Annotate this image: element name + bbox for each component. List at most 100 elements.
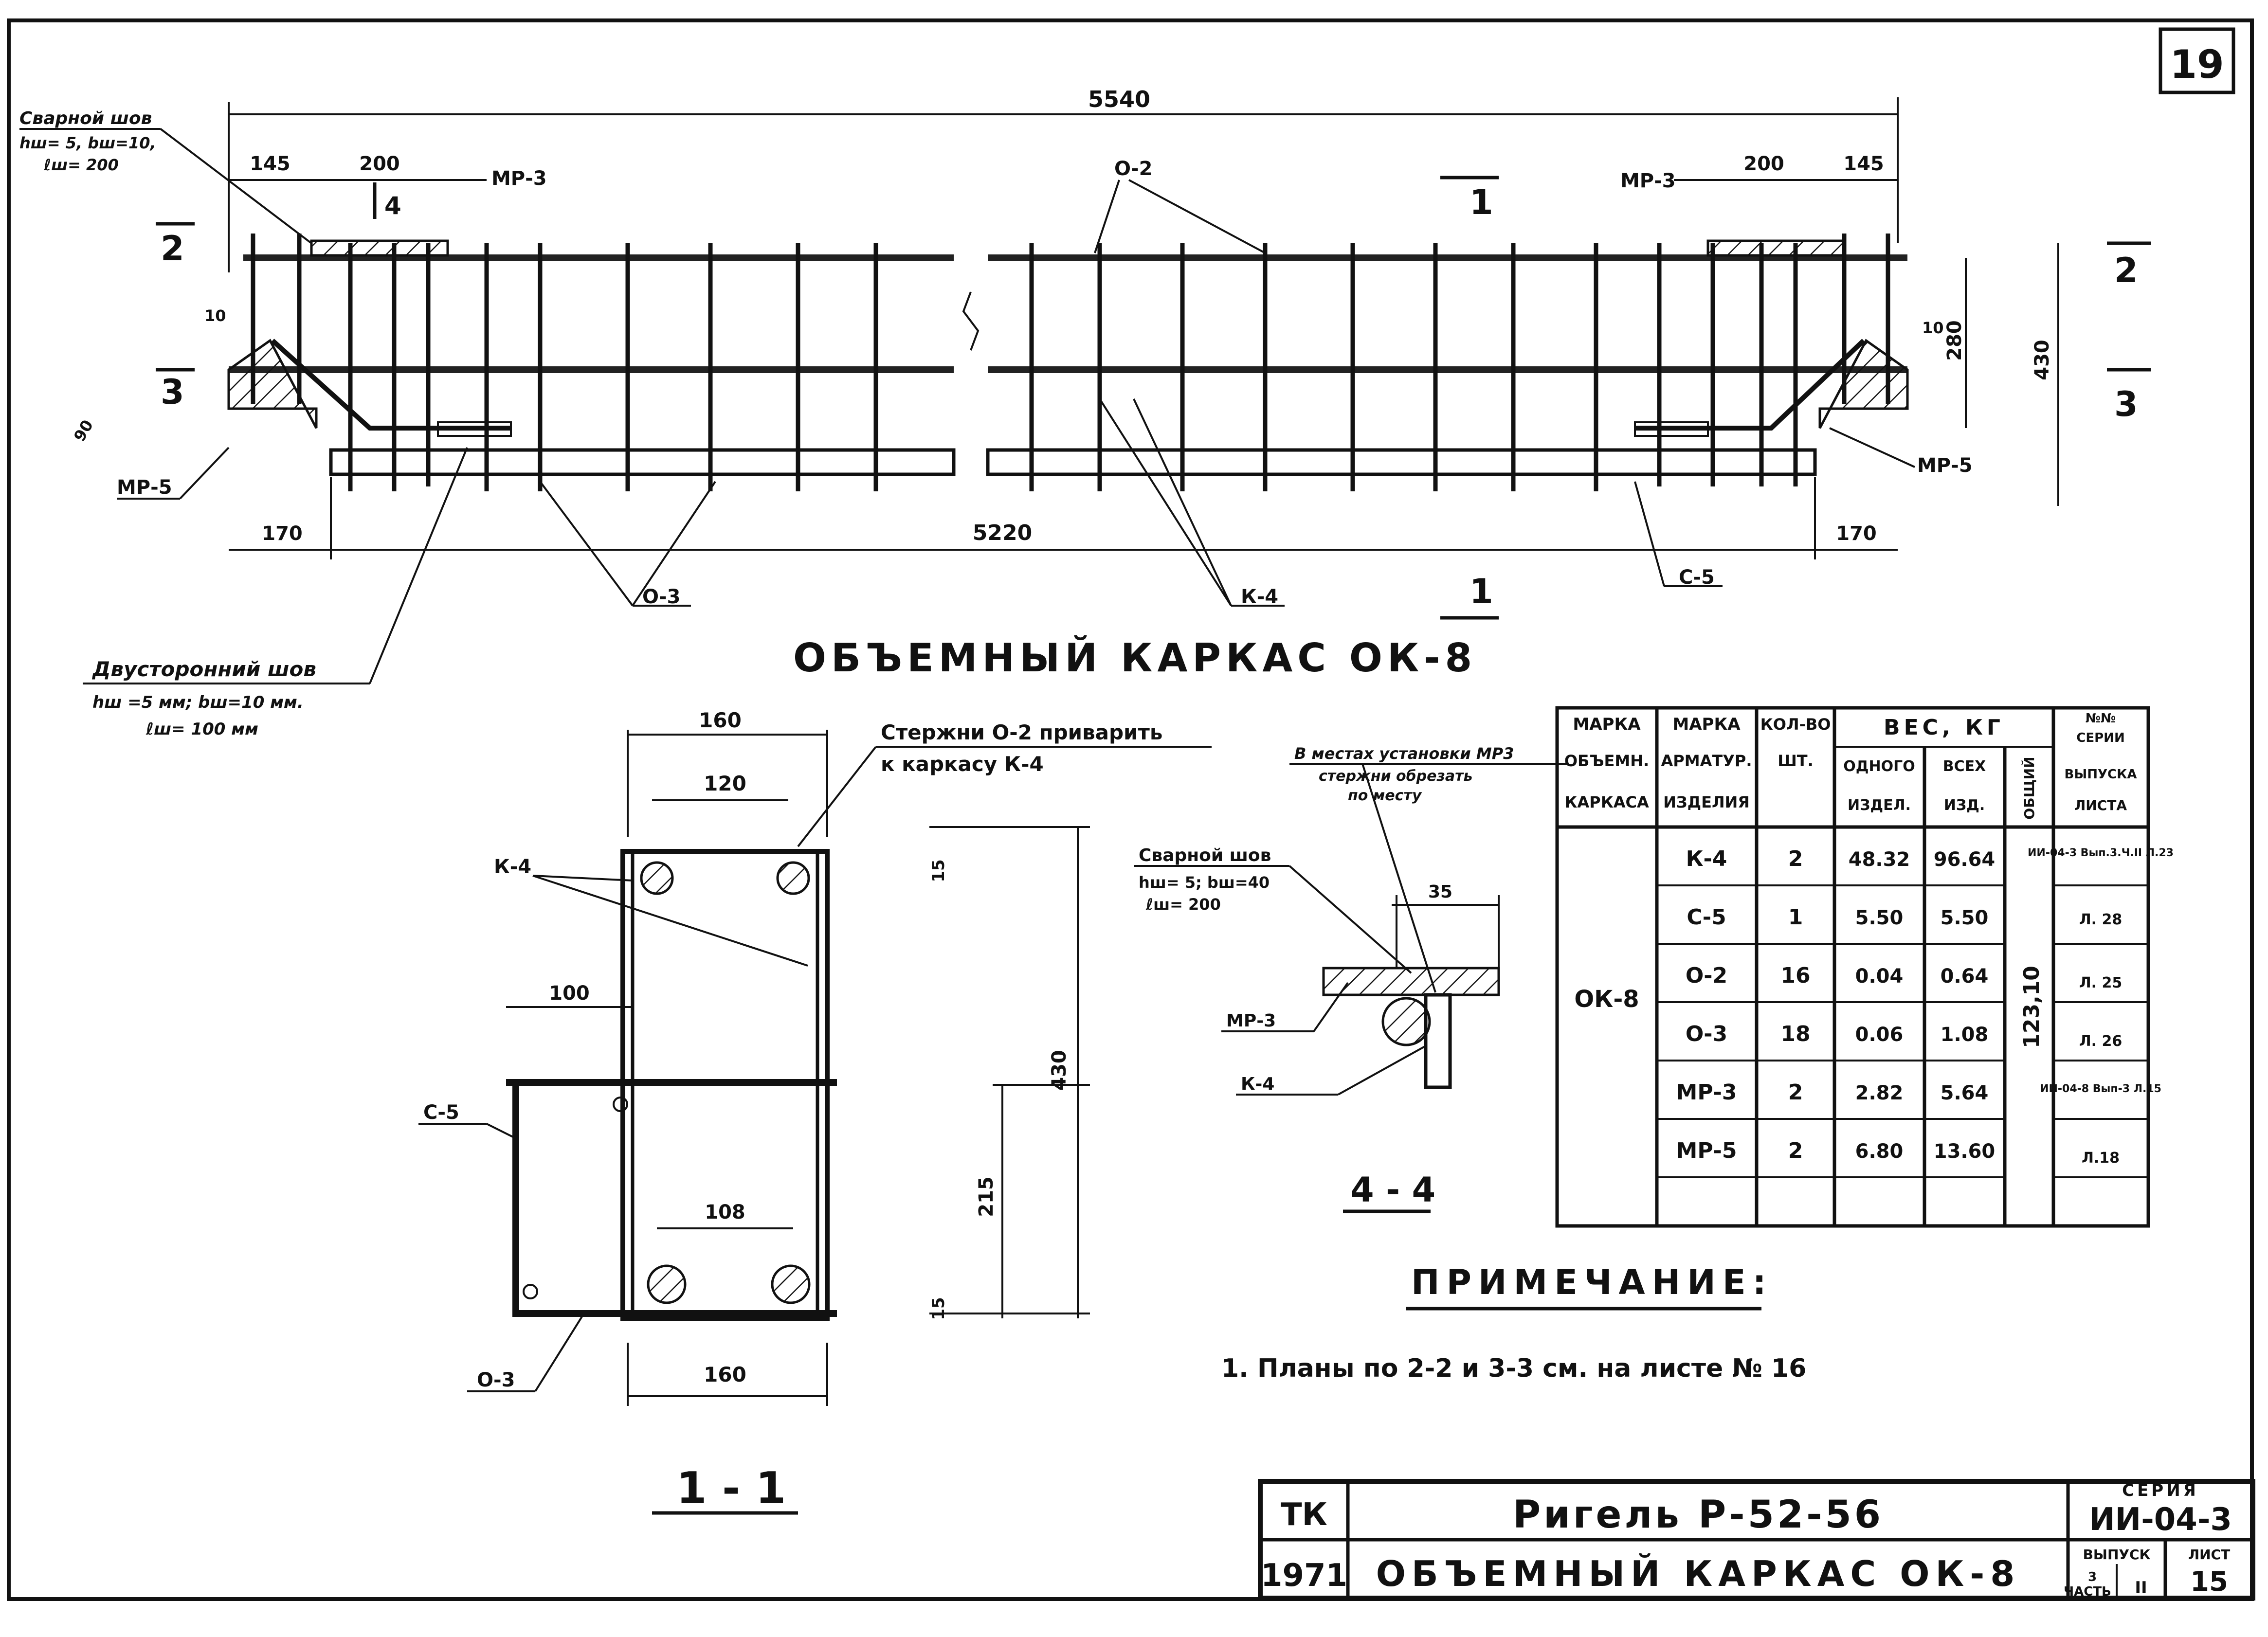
td-all: 96.64 [1934, 848, 1996, 871]
cut-3-left: 3 [161, 372, 184, 412]
tb-sheet: 15 [2190, 1566, 2228, 1598]
dim-mp3-left: 200 [359, 153, 400, 175]
elevation-view: 5540 145 200 200 145 [19, 86, 2151, 739]
td-total: 123,10 [2019, 966, 2044, 1048]
td-qty: 2 [1788, 1080, 1803, 1105]
s11-bar-top-left [640, 861, 674, 895]
dim-total: 5540 [1088, 86, 1150, 112]
td-all: 0.64 [1941, 965, 1989, 988]
th-mark-frame-1: МАРКА [1573, 715, 1641, 734]
elevation-title: ОБЪЕМНЫЙ КАРКАС ОК-8 [793, 635, 1477, 681]
th-series-1: №№ [2086, 711, 2116, 726]
s44-weld-line1: hш= 5; bш=40 [1139, 873, 1270, 892]
td-all: 1.08 [1941, 1024, 1989, 1046]
two-sided-weld-line2: ℓш= 100 мм [145, 720, 258, 739]
s11-dim-160-top: 160 [699, 708, 742, 732]
note-item-1: 1. Планы по 2-2 и 3-3 см. на листе № 16 [1221, 1354, 1806, 1383]
sheet-number: 19 [2170, 42, 2224, 87]
bent-bar-right [1635, 339, 1866, 431]
th-mark-item-1: МАРКА [1672, 715, 1741, 734]
dim-end-left: 145 [250, 153, 290, 175]
section-4-4: В местах установки МР3 стержни обрезать … [1134, 744, 1567, 1213]
td-item: С-5 [1687, 905, 1726, 930]
th-weight-one-2: ИЗДЕЛ. [1848, 797, 1911, 814]
label-mp5-right: МР-5 [1917, 454, 1973, 477]
td-ref: ИИ-04-8 Вып-3 Л.15 [2040, 1083, 2161, 1095]
s11-note-line1: Стержни О-2 приварить [881, 720, 1162, 744]
s44-weld-line2: ℓш= 200 [1145, 895, 1221, 914]
dim-d10-right: 10 [1922, 319, 1944, 337]
dim-inner: 5220 [973, 521, 1032, 545]
s11-bar-bot-right [771, 1264, 811, 1304]
th-series-4: ЛИСТА [2074, 797, 2127, 813]
s44-note-line2: стержни обрезать [1319, 768, 1472, 785]
s44-plate [1322, 967, 1500, 996]
s11-label-k4: К-4 [494, 856, 531, 878]
th-weight: ВЕС, КГ [1884, 715, 2004, 740]
dim-end-right: 145 [1843, 153, 1884, 175]
s11-dim-top: 15 [929, 859, 948, 882]
stirrups [251, 234, 1890, 491]
td-qty: 1 [1788, 905, 1803, 930]
tb-name: Ригель Р-52-56 [1513, 1493, 1884, 1537]
s11-dim-160-bot: 160 [704, 1363, 746, 1386]
table-row: К-4 2 48.32 96.64 ИИ-04-3 Вып.3.Ч.II Л.2… [1686, 846, 2174, 871]
s44-label-k4: К-4 [1241, 1074, 1274, 1094]
td-one: 0.06 [1855, 1024, 1904, 1046]
td-all: 5.64 [1941, 1082, 1989, 1104]
dim-h430: 430 [2031, 340, 2053, 380]
table-row: О-3 18 0.06 1.08 Л. 26 [1686, 1022, 2122, 1050]
s11-dim-100: 100 [549, 982, 590, 1005]
bent-bar-left [271, 339, 511, 431]
th-weight-all-1: ВСЕХ [1943, 758, 1986, 775]
td-item: МР-3 [1676, 1080, 1737, 1105]
td-item: К-4 [1686, 846, 1727, 871]
cut-2-left: 2 [161, 229, 184, 269]
title-block: ТК 1971 Ригель Р-52-56 ОБЪЕМНЫЙ КАРКАС О… [1258, 1479, 2255, 1601]
td-qty: 18 [1780, 1022, 1810, 1046]
table-row: О-2 16 0.04 0.64 Л. 25 [1686, 963, 2122, 991]
weld-left-line1: hш= 5, bш=10, [19, 134, 156, 152]
label-o3: О-3 [642, 586, 680, 608]
tb-issue-label: ВЫПУСК [2083, 1547, 2151, 1563]
td-qty: 2 [1788, 1138, 1803, 1163]
tb-subtitle: ОБЪЕМНЫЙ КАРКАС ОК-8 [1376, 1553, 2021, 1594]
tb-part: II [2135, 1578, 2147, 1598]
dim-d90: 90 [70, 416, 97, 445]
tb-series-label: СЕРИЯ [2122, 1481, 2199, 1500]
cut-4: 4 [384, 192, 401, 220]
th-qty-1: КОЛ-ВО [1760, 715, 1831, 734]
s44-weld-title: Сварной шов [1139, 845, 1271, 865]
section-1-1: 160 120 100 108 160 430 215 15 [418, 708, 1212, 1515]
td-qty: 2 [1788, 846, 1803, 871]
s44-bar [1381, 997, 1431, 1046]
sheet-border [7, 18, 2254, 1601]
s11-label-c5: С-5 [423, 1101, 459, 1124]
s11-dim-215: 215 [975, 1176, 998, 1217]
th-mark-item-2: АРМАТУР. [1661, 752, 1752, 770]
dim-h280: 280 [1943, 320, 1966, 361]
td-item: О-3 [1686, 1022, 1727, 1046]
td-all: 13.60 [1934, 1140, 1996, 1163]
notes-title: ПРИМЕЧАНИЕ: [1411, 1262, 1773, 1302]
s11-dim-15: 15 [929, 1297, 948, 1320]
two-sided-weld-line1: hш =5 мм; bш=10 мм. [92, 693, 304, 712]
td-ref: Л.18 [2082, 1150, 2120, 1167]
s11-title: 1 - 1 [676, 1463, 786, 1514]
td-one: 5.50 [1855, 907, 1904, 929]
label-o2: О-2 [1114, 158, 1152, 180]
th-qty-2: ШТ. [1778, 752, 1814, 770]
tb-sheet-label: ЛИСТ [2188, 1547, 2230, 1563]
th-mark-frame-3: КАРКАСА [1564, 793, 1649, 811]
label-mp5-left: МР-5 [117, 476, 172, 499]
s11-bar-top-right [776, 861, 810, 895]
s11-bar-bot-left [647, 1264, 687, 1304]
td-qty: 16 [1780, 963, 1810, 988]
s44-title: 4 - 4 [1350, 1170, 1435, 1210]
th-series-3: ВЫПУСКА [2064, 767, 2137, 782]
bottom-chord-left [329, 448, 956, 476]
s11-note-line2: к каркасу К-4 [881, 752, 1044, 776]
td-ref: Л. 25 [2079, 974, 2123, 991]
